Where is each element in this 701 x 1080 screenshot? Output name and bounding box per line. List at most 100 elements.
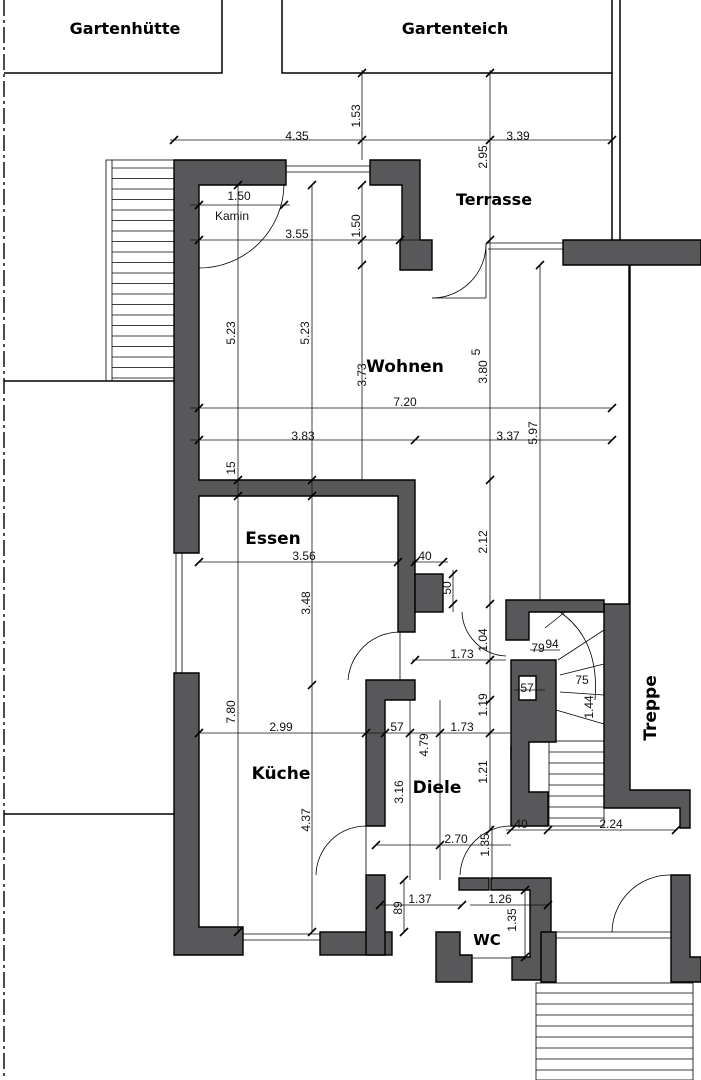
dimension-tick (307, 680, 317, 690)
dimension-tick (485, 475, 495, 485)
dimension-tick (380, 728, 390, 738)
dimension-tick (457, 900, 467, 910)
dim-label: 3.56 (292, 549, 316, 563)
dimension-tick (233, 491, 243, 501)
dimension-tick (410, 435, 420, 445)
dim-label: 3.16 (392, 780, 406, 804)
dim-label: 2.95 (476, 145, 490, 169)
dimension-tick (307, 927, 317, 937)
dim-label: 1.53 (349, 104, 363, 128)
dimension-tick (307, 180, 317, 190)
dimension-tick (543, 825, 553, 835)
room-gartenhuette: Gartenhütte (70, 19, 181, 38)
dim-label: 40 (418, 549, 432, 563)
dim-label: 7.80 (224, 700, 238, 724)
dimension-tick (607, 403, 617, 413)
dim-label: 89 (391, 901, 405, 915)
dimension-tick (194, 557, 204, 567)
dim-label: 1.19 (476, 693, 490, 717)
dim-label: 94 (545, 637, 559, 651)
dim-label: 1.37 (408, 892, 432, 906)
dimension-tick (485, 695, 495, 705)
dimension-tick (375, 900, 385, 910)
dimension-tick (307, 491, 317, 501)
dimension-tick (399, 927, 409, 937)
dimension-tick (435, 728, 445, 738)
dimension-tick (405, 728, 415, 738)
dimension-tick (233, 927, 243, 937)
dim-label: 1.73 (450, 720, 474, 734)
dim-label: 50 (440, 581, 454, 595)
dim-label: 5.23 (298, 321, 312, 345)
dimension-tick (485, 135, 495, 145)
dimension-tick (357, 180, 367, 190)
dim-label: 2.99 (269, 720, 293, 734)
dim-label: 3.39 (506, 129, 530, 143)
dim-label: 3.48 (299, 591, 313, 615)
dimension-tick (485, 68, 495, 78)
dimension-tick (410, 557, 420, 567)
dimension-tick (435, 840, 445, 850)
dimension-tick (520, 885, 530, 895)
dim-label: 1.50 (349, 214, 363, 238)
dim-label: 79 (531, 641, 545, 655)
dimension-tick (506, 825, 516, 835)
room-wc: WC (473, 931, 501, 949)
dim-label: 1.04 (476, 628, 490, 652)
dim-label: 3.83 (291, 429, 315, 443)
dimension-tick (543, 900, 553, 910)
dimension-tick (399, 875, 409, 885)
dimension-tick (485, 655, 495, 665)
dim-label: 2.12 (476, 530, 490, 554)
dimension-tick (485, 825, 495, 835)
room-terrasse: Terrasse (456, 190, 532, 209)
dim-label: 40 (514, 817, 528, 831)
dimension-tick (194, 200, 204, 210)
dimension-tick (535, 260, 545, 270)
dim-label: 1.44 (582, 695, 596, 719)
dimension-tick (607, 435, 617, 445)
dim-label: 15 (224, 461, 238, 475)
room-gartenteich: Gartenteich (402, 19, 509, 38)
dimension-labels: 4.35 3.39 1.53 2.95 1.50 3.55 1.50 5.23 … (224, 104, 623, 932)
dimension-tick (357, 68, 367, 78)
dim-label: 3.80 (476, 360, 490, 384)
dim-label: 5.23 (224, 321, 238, 345)
dim-label: 2.70 (444, 832, 468, 846)
dim-label: 57 (390, 720, 404, 734)
dimension-tick (393, 557, 403, 567)
dim-label: 4.37 (299, 808, 313, 832)
dimension-tick (671, 825, 681, 835)
dimension-tick (307, 475, 317, 485)
dimension-tick (361, 728, 371, 738)
dimension-tick (520, 952, 530, 962)
dimension-tick (233, 475, 243, 485)
dimension-tick (395, 235, 405, 245)
dim-label: 3.73 (355, 363, 369, 387)
dimension-tick (194, 435, 204, 445)
room-treppe: Treppe (641, 675, 661, 741)
dim-label: 3.37 (496, 429, 520, 443)
entrance-steps (535, 982, 694, 1080)
dimension-tick (194, 728, 204, 738)
dimension-tick (357, 235, 367, 245)
dimension-tick (194, 403, 204, 413)
dimension-tick (233, 180, 243, 190)
exterior-stairs-left (105, 159, 177, 382)
dim-label: 2.24 (599, 817, 623, 831)
dimension-tick (607, 135, 617, 145)
dim-label: 1.50 (227, 189, 251, 203)
dimension-tick (357, 135, 367, 145)
dim-label: 1.73 (450, 647, 474, 661)
dim-label: 4.79 (417, 733, 431, 757)
dimension-tick (279, 200, 289, 210)
dim-label: 1.26 (488, 892, 512, 906)
dim-label: 4.35 (285, 129, 309, 143)
dimension-tick (357, 260, 367, 270)
dim-label: 1.35 (505, 908, 519, 932)
dimension-lines (169, 68, 681, 962)
room-essen: Essen (245, 529, 300, 549)
dimension-tick (438, 557, 448, 567)
dim-label: 57 (520, 681, 534, 695)
